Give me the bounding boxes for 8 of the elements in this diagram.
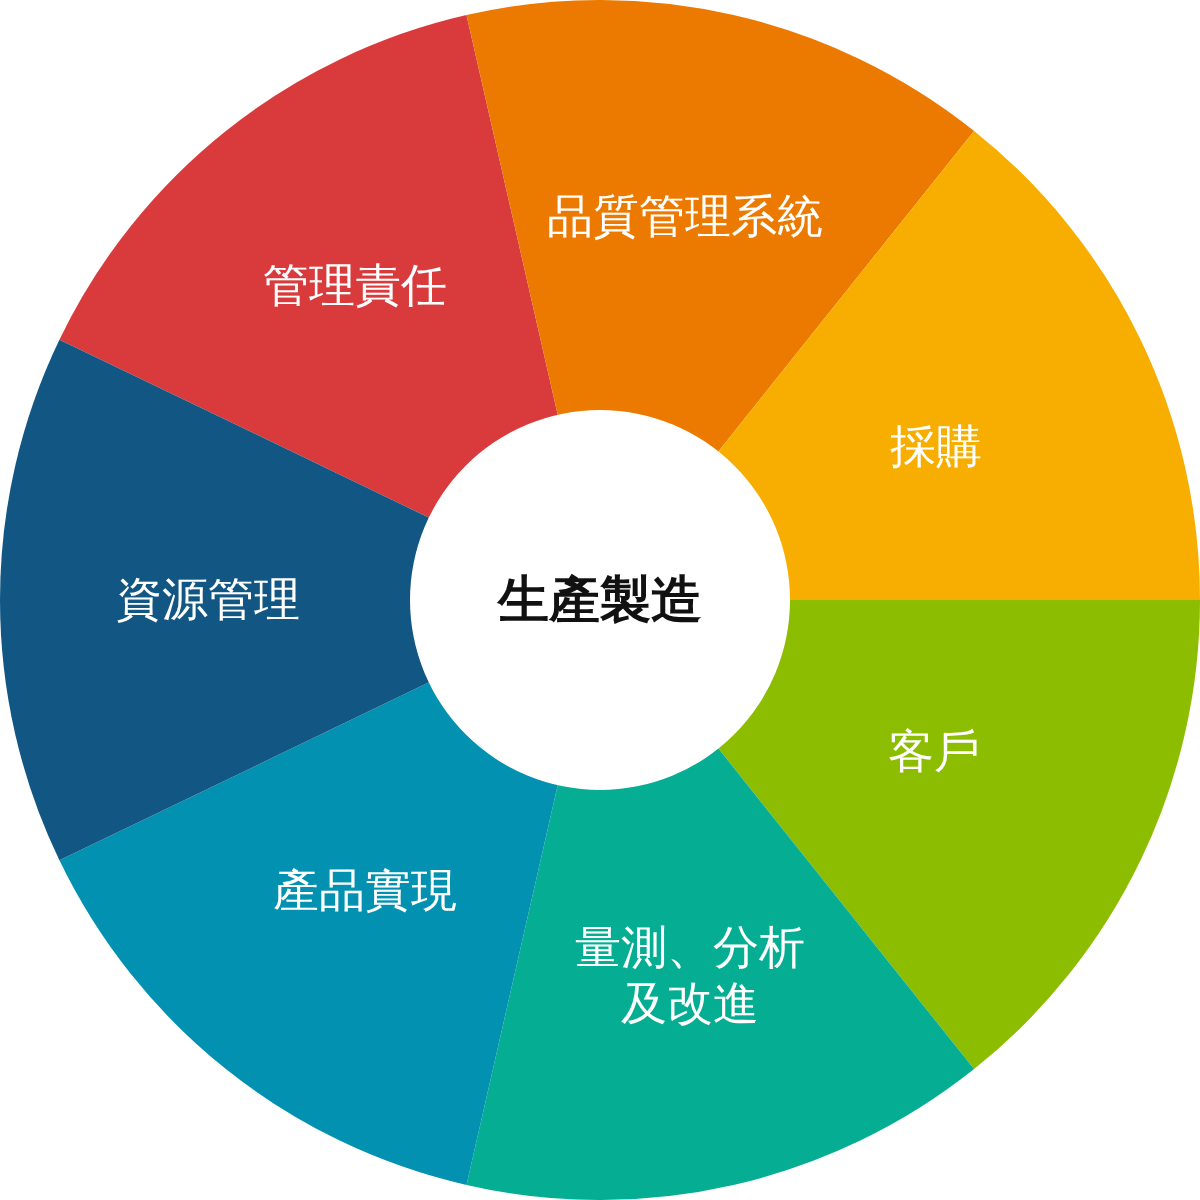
segment-label: 資源管理 bbox=[116, 572, 300, 628]
segment-label: 產品實現 bbox=[272, 863, 457, 919]
segment-label: 量測、分析及改進 bbox=[574, 920, 807, 1031]
segment-label: 採購 bbox=[889, 419, 982, 475]
segment-label: 客戶 bbox=[887, 724, 980, 780]
center-label: 生產製造 bbox=[498, 569, 702, 631]
segment-label: 管理責任 bbox=[262, 258, 447, 314]
segment-label: 品質管理系統 bbox=[546, 189, 823, 245]
